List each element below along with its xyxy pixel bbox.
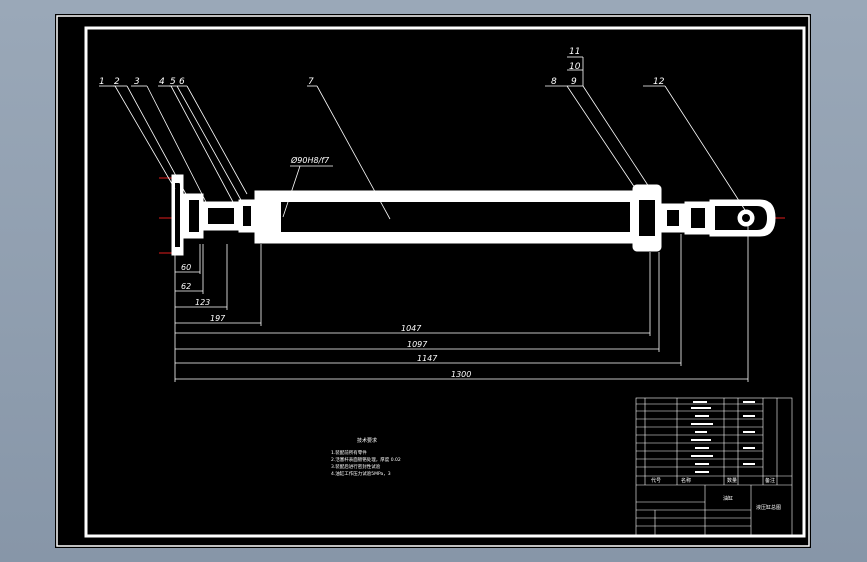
leader-lines (99, 56, 746, 220)
fit-note: Ø90H8/f7 (290, 155, 330, 165)
balloon-labels: 1 2 3 4 5 6 7 8 9 10 11 12 (99, 47, 665, 87)
tb-header-remark: 备注 (765, 477, 775, 484)
note-line-3: 3.装配后进行密封性试验 (331, 463, 381, 470)
tb-header-name: 名称 (681, 477, 691, 484)
dim-1047: 1047 (401, 324, 422, 333)
balloon-8: 8 (551, 77, 557, 87)
balloon-7: 7 (308, 77, 314, 87)
balloon-2: 2 (114, 77, 120, 87)
outer-frame (56, 15, 810, 547)
dim-62: 62 (181, 282, 191, 291)
note-line-2: 2.活塞杆表面镀铬处理，厚度 0.02 (331, 456, 401, 463)
notes-title: 技术要求 (357, 437, 377, 444)
note-line-4: 4.油缸工作压力试验5MPa，3 (331, 470, 391, 477)
balloon-4: 4 (159, 77, 165, 87)
balloon-10: 10 (569, 62, 581, 72)
dim-123: 123 (195, 298, 210, 307)
dim-197: 197 (210, 314, 226, 323)
inner-frame (84, 26, 806, 538)
title-block (635, 397, 793, 537)
tb-header-code: 代号 (651, 477, 661, 484)
tb-header-qty: 数量 (727, 477, 737, 484)
drawing-sheet: 1 2 3 4 5 6 7 8 9 10 11 12 Ø90H8/f7 60 6… (55, 14, 811, 548)
dim-1147: 1147 (417, 354, 438, 363)
dimension-lines (174, 226, 749, 382)
balloon-6: 6 (179, 77, 185, 87)
parts-list-entries (691, 401, 755, 473)
balloon-5: 5 (170, 77, 176, 87)
tb-drawing-title: 液压缸总图 (756, 504, 781, 511)
title-block-texts: 代号 名称 数量 备注 油缸 液压缸总图 (651, 477, 781, 511)
balloon-11: 11 (569, 47, 580, 57)
dim-1300: 1300 (451, 370, 471, 379)
balloon-3: 3 (134, 77, 140, 87)
note-line-1: 1.装配前所有零件 (331, 449, 367, 456)
balloon-12: 12 (653, 77, 665, 87)
cad-drawing: 1 2 3 4 5 6 7 8 9 10 11 12 Ø90H8/f7 60 6… (56, 15, 810, 547)
dim-60: 60 (181, 263, 191, 272)
tb-name: 油缸 (723, 495, 733, 502)
cylinder-assembly (171, 174, 776, 256)
balloon-1: 1 (99, 77, 105, 87)
balloon-9: 9 (571, 77, 577, 87)
dim-1097: 1097 (407, 340, 428, 349)
technical-notes: 技术要求 1.装配前所有零件 2.活塞杆表面镀铬处理，厚度 0.02 3.装配后… (331, 437, 401, 477)
dimension-texts: 60 62 123 197 1047 1097 1147 1300 (181, 263, 471, 379)
